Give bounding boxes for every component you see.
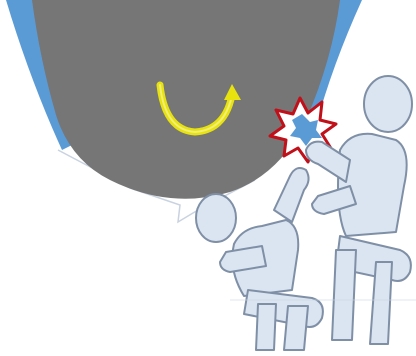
swinging-bowl [32, 0, 340, 199]
seated-person-left [196, 168, 323, 350]
